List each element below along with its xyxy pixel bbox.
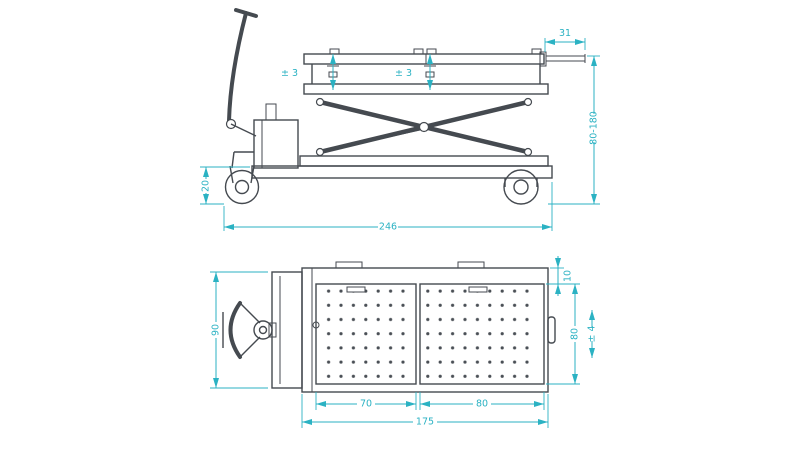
dim-overall-length: 246 [223,182,553,233]
platform-top [301,261,556,393]
dim-label-width-tolerance: ± 4 [587,325,598,342]
dim-label-chassis-height: 20 [201,180,212,192]
dim-handle-width: 90 [210,271,268,389]
scissor-base-rail [299,155,549,167]
pump-body [253,103,299,169]
load-wheel [503,169,539,205]
handle-lever [225,8,258,137]
dim-width-tolerance: ± 4 [587,310,598,358]
dim-rod-length: 31 [544,28,586,52]
handlebar-assembly [222,301,277,359]
dim-label-platform-length: 175 [416,417,434,428]
hydraulic-cylinder [265,103,277,121]
platform-slab [303,53,545,65]
dim-label-edge-offset: 10 [563,270,574,282]
dim-platform-width: 80 [546,283,581,385]
dim-label-overall-length: 246 [379,222,397,233]
side-handle [547,316,556,344]
dim-tolerance-left: ± 3 [281,54,336,90]
perforated-panel-left [315,283,417,385]
chassis-beam [251,155,553,179]
dim-label-rod-length: 31 [559,28,571,39]
bracket-tab-left [335,261,363,269]
bracket-tab-right [457,261,485,269]
support-rod [539,51,586,67]
dim-chassis-height: 20 [200,166,250,205]
dim-label-tolerance-left: ± 3 [281,68,298,79]
lift-cylinder [337,129,421,149]
scissor-center-pivot [418,121,430,133]
platform-frame [303,83,549,95]
hand-grip [234,8,258,18]
perforated-panel-right [419,283,545,385]
dim-label-tolerance-right: ± 3 [395,68,412,79]
platform-assembly [303,48,586,95]
dim-label-platform-width: 80 [570,328,581,340]
perforation-grid-left [322,287,410,379]
dim-left-panel-length: 70 [315,392,417,410]
perforation-grid-right [426,287,536,379]
dim-label-left-panel-length: 70 [360,399,372,410]
dim-lift-height: 80-180 [548,55,600,205]
top-view: 90 10 80 ± 4 [210,256,598,428]
dim-platform-length: 175 [301,394,549,428]
dim-tolerance-right: ± 3 [395,54,433,90]
dim-label-lift-height: 80-180 [589,111,600,145]
dim-right-panel-length: 80 [419,392,545,410]
side-view: 31 ± 3 ± 3 80-180 20 [200,8,600,233]
dim-label-handle-width: 90 [211,324,222,336]
handlebar-arc [228,301,242,359]
scissor-mechanism [315,97,533,157]
dim-label-right-panel-length: 80 [476,399,488,410]
dim-edge-offset: 10 [546,256,574,296]
